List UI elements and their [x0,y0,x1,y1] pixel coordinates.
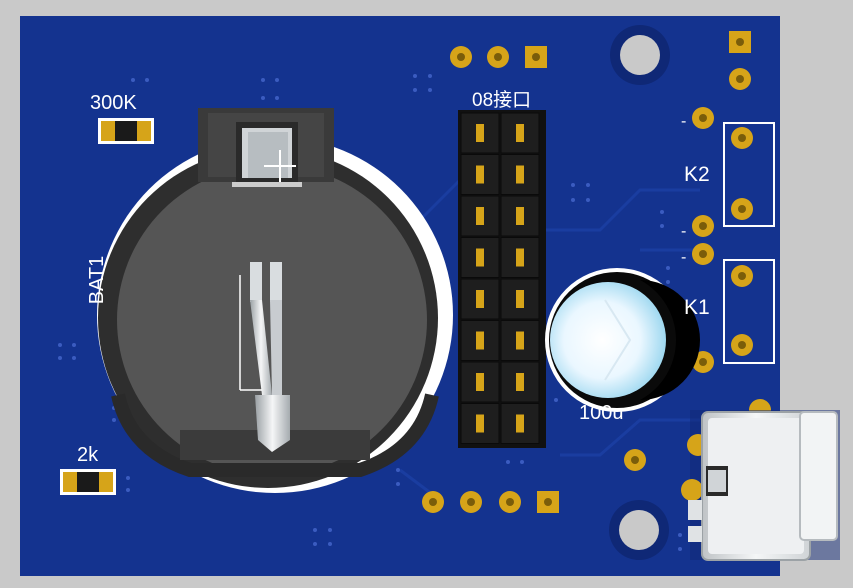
mounting-holes [609,25,670,560]
pin-header-2x8 [458,110,546,448]
header-cell [500,237,540,278]
header-pin [516,207,524,225]
header-pin [476,124,484,142]
label-minus-k2b: - [681,223,686,240]
label-100u: 100u [579,402,624,424]
header-pin [476,207,484,225]
header-cell [500,195,540,237]
header-pin [476,248,484,267]
battery-contact-left [250,262,262,302]
right-top-pads [729,31,751,90]
switch-k1 [692,243,775,373]
header-pin [476,165,484,184]
header-pin [516,124,524,142]
usb-c-connector [681,410,840,561]
battery-contact-right [270,262,282,302]
header-pin [516,290,524,308]
resistor-2k [60,469,116,495]
label-bat1: BAT1 [86,256,108,305]
header-pin [516,414,524,433]
label-minus-k1: - [681,249,686,266]
label-minus-k2: - [681,113,686,130]
header-pin [476,373,484,391]
label-300k: 300K [90,92,137,114]
header-pin [516,165,524,184]
header-pin [476,414,484,433]
header-pin [516,373,524,391]
header-pin [476,290,484,308]
capacitor-100u [545,268,700,412]
label-k2: K2 [684,163,710,186]
battery-clip-tab [255,395,290,452]
header-cell [460,278,500,320]
header-pin [516,331,524,350]
switch-k2 [692,107,775,237]
bottom-pads [422,491,559,513]
copper-traces [399,178,700,502]
battery-holder [97,108,453,493]
label-2k: 2k [77,444,99,466]
top-pads [450,46,547,68]
resistor-300k [98,118,154,144]
label-k1: K1 [684,296,710,319]
header-pin [516,248,524,267]
header-pin [476,331,484,350]
label-header: 08接口 [472,89,531,111]
